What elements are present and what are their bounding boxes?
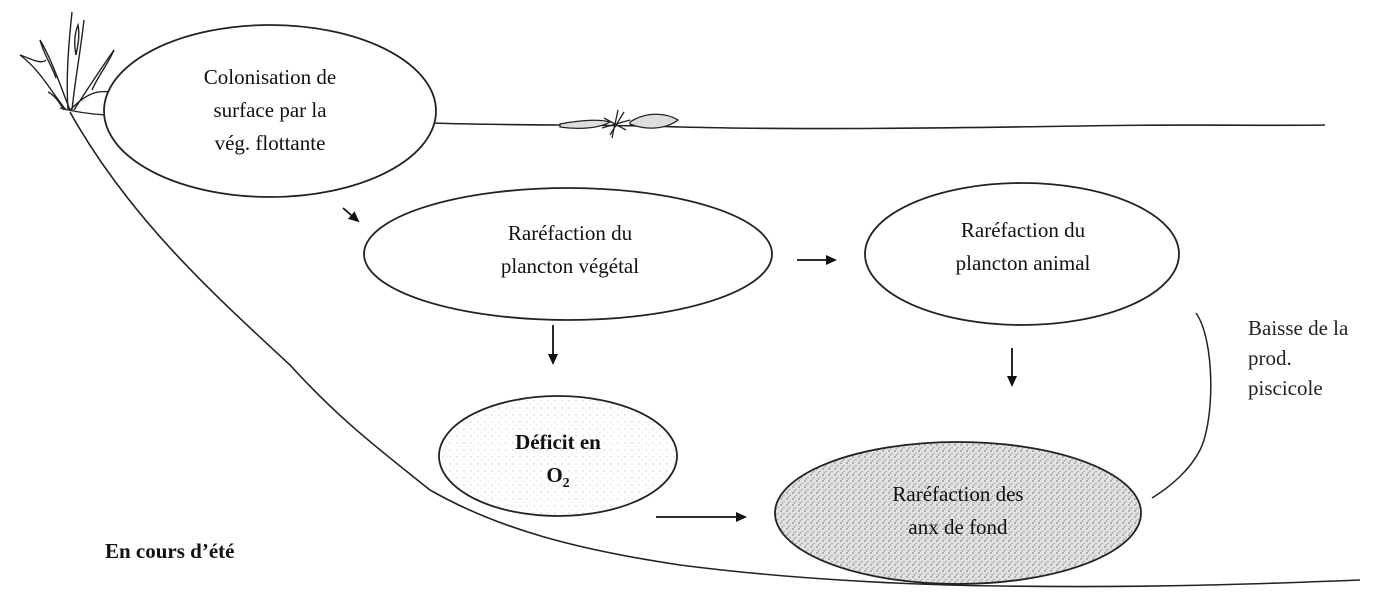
floating-plant-icon — [559, 109, 680, 139]
season-label: En cours d’été — [105, 539, 235, 563]
pond-basin-outline — [69, 111, 1361, 588]
node-deficit-label: Déficit en O2 — [515, 430, 601, 492]
shoreline-line — [59, 107, 107, 116]
node-benthos-label: Raréfaction des anx de fond — [892, 482, 1024, 539]
consequence-bracket — [1151, 312, 1212, 499]
node-phyto-ellipse — [363, 187, 773, 321]
node-zoo-label: Raréfaction du plancton animal — [955, 218, 1091, 275]
node-colonisation-label: Colonisation de surface par la vég. flot… — [203, 65, 337, 155]
reed-plant-icon — [19, 11, 115, 111]
node-zoo-ellipse — [864, 182, 1180, 326]
node-deficit-ellipse — [438, 395, 678, 517]
node-phyto-label: Raréfaction du plancton végétal — [500, 221, 640, 278]
consequence-label: Baisse de la prod. piscicole — [1248, 316, 1349, 400]
node-colonisation-ellipse — [103, 24, 437, 198]
node-benthos-ellipse — [774, 441, 1142, 585]
arrow-colonisation-to-phyto — [342, 207, 360, 223]
